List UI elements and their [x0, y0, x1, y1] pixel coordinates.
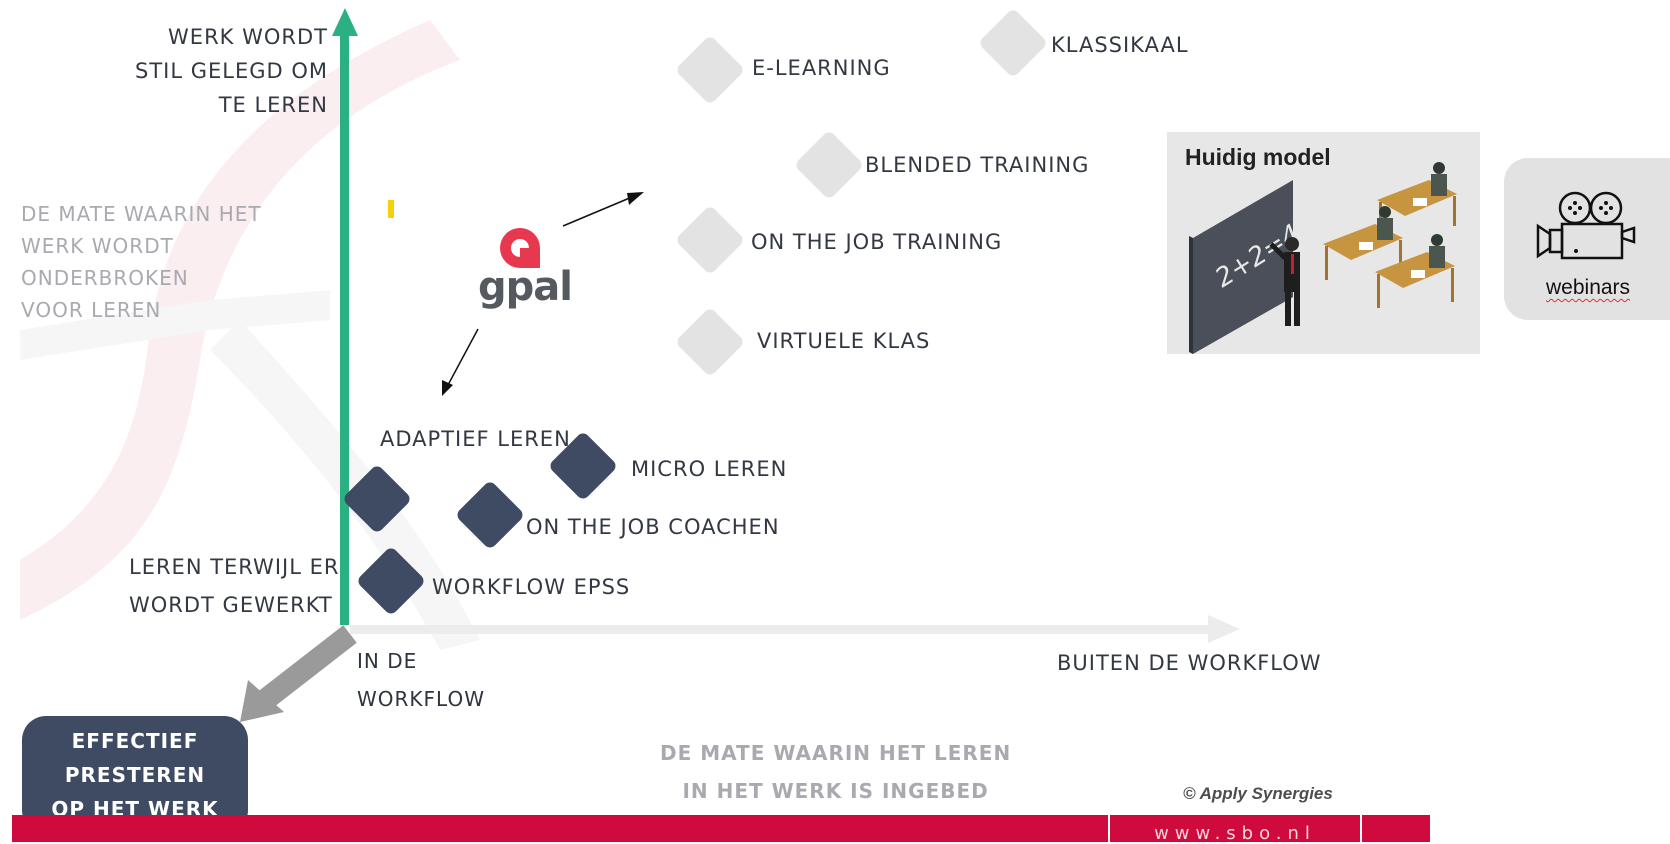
label-klassikaal: KLASSIKAAL — [1051, 33, 1189, 57]
label-on-the-job-training: ON THE JOB TRAINING — [751, 230, 1003, 254]
copyright-text: © Apply Synergies — [1183, 784, 1333, 803]
desk-3 — [1375, 234, 1455, 308]
label-on-the-job-coachen: ON THE JOB COACHEN — [526, 515, 780, 539]
yellow-marker — [388, 200, 394, 218]
gpal-logo-text: gpal — [478, 264, 573, 310]
y-axis-title: DE MATE WAARIN HET WERK WORDT ONDERBROKE… — [21, 202, 262, 322]
diagonal-arrow-line — [258, 625, 357, 709]
label-adaptief-leren: ADAPTIEF LEREN — [380, 427, 571, 451]
footer-bar — [12, 815, 1430, 842]
classroom-illustration: 2+2=4 — [1189, 162, 1457, 354]
gpal-arrow-up-line — [562, 196, 633, 227]
footer-url[interactable]: www.sbo.nl — [1154, 823, 1316, 844]
gpal-arrow-up-head — [627, 192, 644, 205]
huidig-model-title: Huidig model — [1185, 144, 1331, 170]
y-axis-top-label: WERK WORDT STIL GELEGD OM TE LEREN — [134, 25, 328, 117]
x-axis-title: DE MATE WAARIN HET LEREN IN HET WERK IS … — [660, 741, 1012, 803]
huidig-model-card: Huidig model 2+2=4 — [1167, 132, 1480, 354]
label-micro-leren: MICRO LEREN — [631, 457, 788, 481]
movie-camera-icon — [1536, 191, 1636, 260]
x-axis-line — [350, 625, 1210, 634]
gpal-logo-icon — [500, 228, 540, 268]
x-axis-left-label: IN DE WORKFLOW — [357, 649, 485, 711]
label-workflow-epss: WORKFLOW EPSS — [432, 575, 631, 599]
webinars-card: webinars — [1504, 158, 1670, 320]
label-e-learning: E-LEARNING — [752, 56, 891, 80]
webinars-label: webinars — [1546, 276, 1631, 299]
footer-divider-right — [1360, 815, 1362, 842]
y-axis-arrowhead — [332, 8, 358, 36]
x-axis-right-label: BUITEN DE WORKFLOW — [1057, 651, 1322, 675]
diagonal-arrowhead — [240, 680, 284, 722]
gpal-arrow-down-head — [442, 380, 453, 396]
label-virtuele-klas: VIRTUELE KLAS — [757, 329, 931, 353]
desk-1 — [1377, 162, 1457, 232]
gpal-arrow-down-line — [447, 328, 479, 386]
footer-divider-left — [1108, 815, 1110, 842]
x-axis-arrowhead — [1208, 615, 1240, 643]
desk-2 — [1323, 206, 1403, 280]
chalkboard — [1193, 180, 1293, 354]
y-axis-bottom-label: LEREN TERWIJL ER WORDT GEWERKT — [129, 555, 340, 617]
effectief-presteren-box: EFFECTIEF PRESTEREN OP HET WERK — [22, 716, 248, 834]
y-axis-line — [340, 30, 349, 625]
label-blended-training: BLENDED TRAINING — [865, 153, 1090, 177]
